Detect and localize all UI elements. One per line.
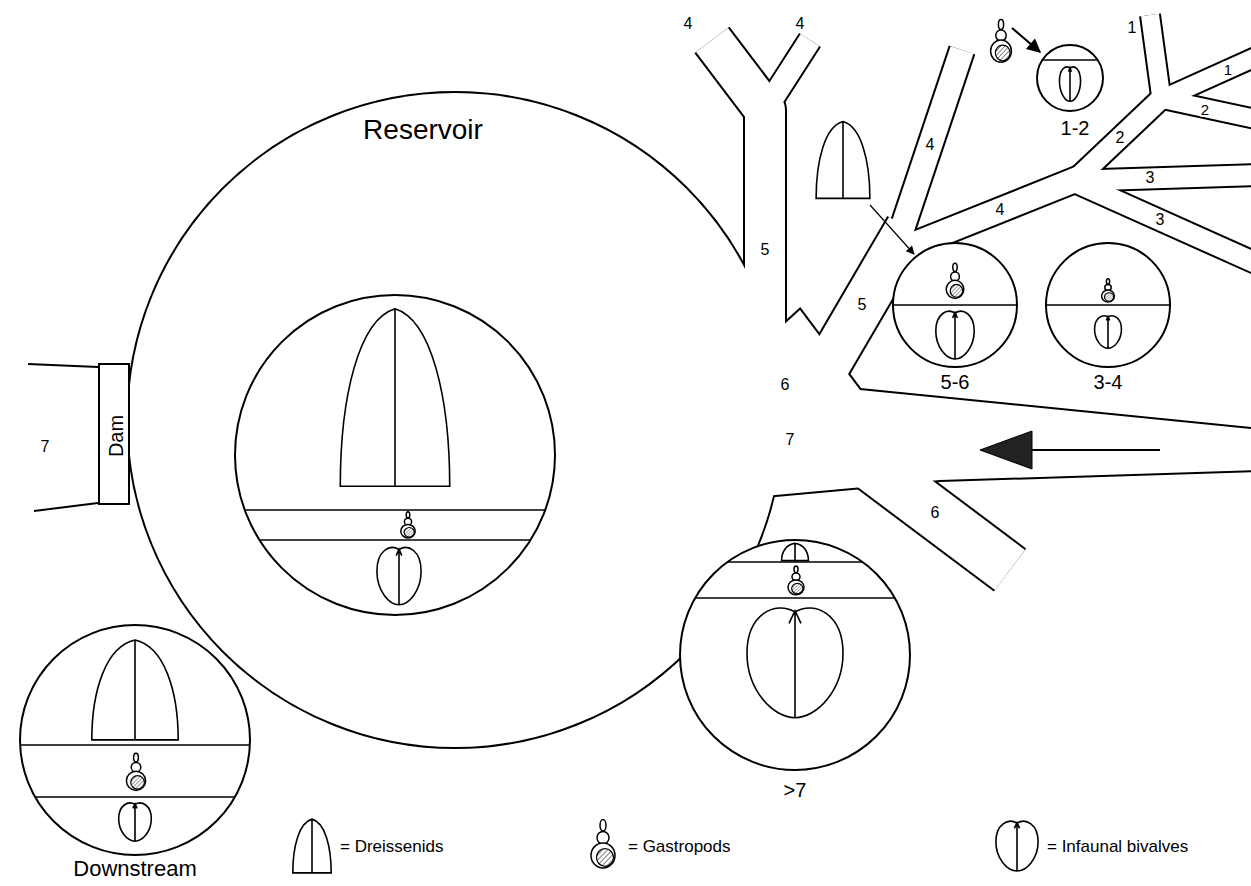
stream-order-number: 4 [683, 16, 694, 32]
habitat-divider [20, 744, 250, 746]
tributary-water [900, 178, 1080, 250]
inset-caption: >7 [782, 779, 809, 801]
tributary-water [1068, 175, 1251, 181]
stream-order-number: 4 [995, 202, 1006, 218]
stream-order-number: 3 [1155, 212, 1166, 228]
inset-outline [890, 240, 1020, 370]
stream-order-number: 2 [1200, 102, 1210, 117]
inset-circle-node: Downstream [17, 622, 253, 858]
habitat-divider [695, 597, 895, 599]
stream-order-number: 6 [930, 505, 941, 521]
tributary-bank [765, 40, 810, 135]
inset-caption: Downstream [71, 857, 198, 881]
inset-circle [680, 540, 910, 770]
stream-order-number: 4 [795, 16, 806, 32]
tributary-water [712, 40, 765, 360]
inset-circle [20, 625, 250, 855]
inset-outline [17, 622, 253, 858]
pointer-arrow [1012, 28, 1040, 52]
tributary-water [765, 40, 810, 135]
inset-circle [235, 295, 555, 615]
mollusc-icon [747, 608, 843, 718]
legend-text: = Gastropods [628, 838, 731, 855]
tributary-water [1158, 98, 1251, 120]
inset-circle-node: 3-4 [1043, 240, 1173, 370]
node-label: Dam [106, 415, 126, 457]
habitat-divider [727, 561, 862, 563]
mollusc-icon [782, 543, 809, 560]
mollusc-icon [946, 263, 964, 298]
stream-order-number: 6 [780, 377, 791, 393]
pointer-arrow [870, 205, 914, 254]
inset-circle-node: 5-6 [890, 240, 1020, 370]
habitat-divider [245, 509, 545, 511]
mollusc-icon [788, 566, 804, 595]
inset-circle-node: >7 [677, 537, 913, 773]
inset-outline [1034, 42, 1106, 114]
inset-outline [1043, 240, 1173, 370]
stream-order-number: 2 [1115, 130, 1126, 146]
inset-circle [1037, 45, 1103, 111]
mollusc-icon [126, 753, 145, 790]
tributary-bank [870, 465, 1010, 570]
tributary-bank [1068, 175, 1251, 181]
stream-order-number: 7 [785, 432, 796, 448]
tributary-bank [1158, 98, 1251, 120]
mollusc-icon [340, 309, 449, 487]
dam-box: Dam [98, 363, 130, 505]
downstream-bank [34, 503, 98, 511]
legend-text: = Dreissenids [340, 838, 443, 855]
tributary-water [870, 465, 1010, 570]
mollusc-icon [936, 311, 974, 359]
habitat-divider [1042, 59, 1097, 61]
mollusc-icon [1095, 316, 1122, 348]
legend-text: = Infaunal bivalves [1047, 838, 1188, 855]
inset-caption: 3-4 [1092, 371, 1125, 393]
dreissenid-icon [816, 122, 870, 199]
inset-outline [677, 537, 913, 773]
flow-arrow-shaft [1025, 449, 1160, 451]
mollusc-icon [401, 512, 415, 538]
stream-order-number: 1 [1223, 62, 1233, 77]
gastropod-icon [991, 19, 1012, 62]
legend-bivalve-sample [996, 821, 1038, 871]
inset-caption: 5-6 [939, 371, 972, 393]
inset-circle [893, 243, 1017, 367]
stream-order-number: 7 [40, 439, 51, 455]
stream-order-number: 5 [760, 242, 771, 258]
downstream-bank [28, 364, 98, 367]
inset-circle-node: 1-2 [1034, 42, 1106, 114]
legend-gastropod-sample [591, 820, 615, 868]
mollusc-icon [377, 548, 421, 605]
inset-circle [1046, 243, 1170, 367]
mollusc-icon [1059, 67, 1080, 101]
mollusc-icon [119, 803, 152, 841]
mollusc-icon [92, 640, 178, 740]
legend-dreissenid-sample [293, 819, 331, 873]
flow-arrow-head [980, 431, 1032, 469]
node-label: Reservoir [363, 116, 483, 144]
habitat-divider [259, 539, 530, 541]
stream-order-number: 4 [925, 137, 936, 153]
mollusc-icon [1102, 279, 1115, 302]
stream-order-number: 5 [857, 297, 868, 313]
habitat-divider [35, 796, 235, 798]
stream-order-number: 1 [1127, 20, 1138, 36]
inset-caption: 1-2 [1059, 117, 1092, 139]
habitat-divider [893, 304, 1017, 306]
habitat-divider [1046, 304, 1170, 306]
stream-order-number: 3 [1145, 170, 1156, 186]
